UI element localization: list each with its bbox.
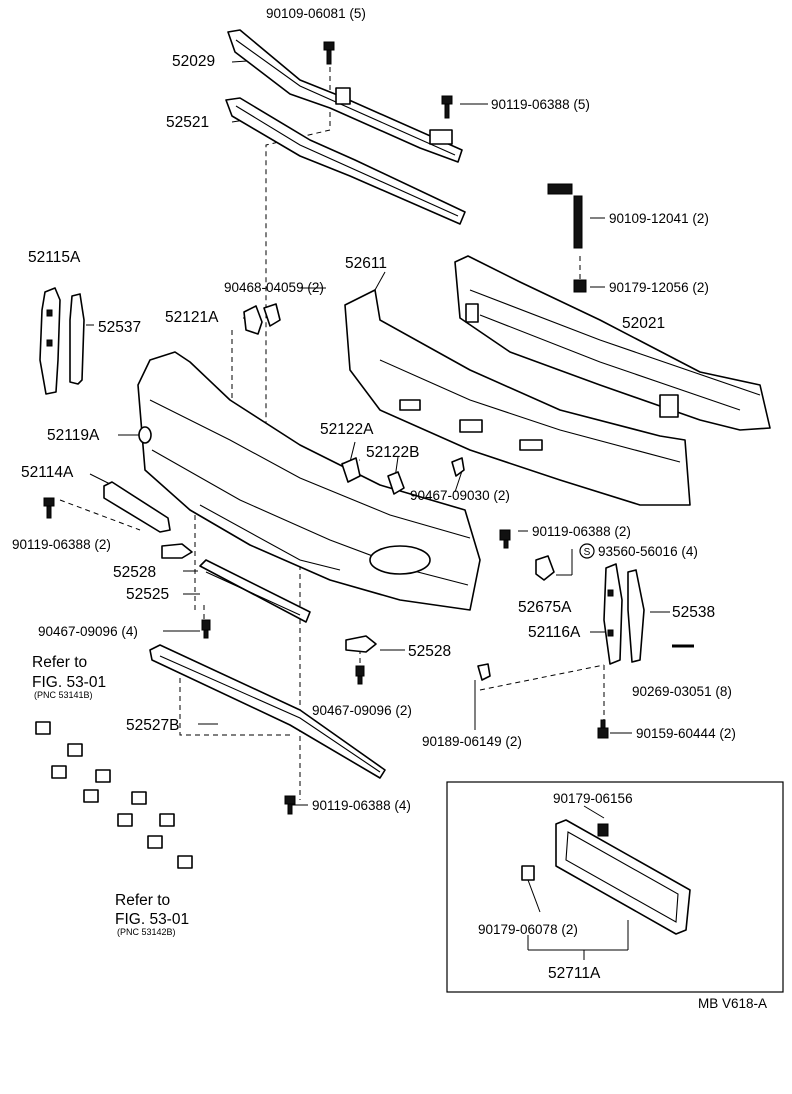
clip-90467-09096-b-icon [355,665,365,685]
label-90119-06388-bottom: 90119-06388 (4) [312,798,411,813]
part-52114A-bracket [103,481,171,533]
bolt-90119-06388-top-icon [429,95,453,145]
label-52675A: 52675A [518,599,572,616]
label-52528-left: 52528 [113,564,156,581]
label-90179-06078: 90179-06078 (2) [478,922,578,937]
label-90179-06156: 90179-06156 [553,791,633,806]
label-90159-60444: 90159-60444 (2) [636,726,736,741]
refer-2-line2: FIG. 53-01 [115,911,189,928]
label-90467-09030: 90467-09030 (2) [410,488,510,503]
label-52611: 52611 [345,255,387,272]
label-52521: 52521 [166,114,209,131]
part-52611-absorber [344,289,691,506]
nut-90179-12056-icon [573,279,587,293]
label-52121A: 52121A [165,309,219,326]
label-90119-06388-right: 90119-06388 (2) [532,524,631,539]
label-90189-06149: 90189-06149 (2) [422,734,522,749]
part-52527B-retainer [149,644,386,779]
label-52029: 52029 [172,53,215,70]
label-93560-56016: 93560-56016 (4) [598,544,698,559]
part-52029-reinforcement [227,29,463,163]
refer-2-line1: Refer to [115,892,170,909]
part-52528-cover-right [345,635,377,653]
part-52521-retainer [225,97,466,225]
label-52114A: 52114A [21,464,74,481]
part-labels: 90109-06081 (5) 52029 90119-06388 (5) 52… [12,6,767,1011]
refer-2-line3: (PNC 53142B) [117,927,176,937]
label-52538: 52538 [672,604,715,621]
label-52021: 52021 [622,315,665,332]
part-52538-spacer [627,569,645,663]
label-52119A: 52119A [47,427,100,444]
label-52122B: 52122B [366,444,419,461]
label-90119-06388-left: 90119-06388 (2) [12,537,111,552]
label-52115A: 52115A [28,249,81,266]
clip-set-icon [35,721,193,869]
label-90179-12056: 90179-12056 (2) [609,280,709,295]
label-90269-03051: 90269-03051 (8) [632,684,732,699]
label-90109-06081: 90109-06081 (5) [266,6,366,21]
label-52122A: 52122A [320,421,374,438]
part-52528-cover-left [161,543,193,559]
label-90467-09096-a: 90467-09096 (4) [38,624,138,639]
part-52675A-clip [535,555,555,581]
label-90467-09096-b: 90467-09096 (2) [312,703,412,718]
bolt-90159-60444-icon [597,719,609,739]
label-52711A: 52711A [548,965,601,982]
part-52537-spacer [69,293,85,385]
label-52525: 52525 [126,586,169,603]
bolt-90109-12041-icon [547,183,583,249]
screw-90189-06149-icon [477,663,491,681]
s-symbol-icon [579,543,595,559]
bolt-90119-06388-bottom-icon [284,795,296,815]
label-52537: 52537 [98,319,141,336]
refer-1-line1: Refer to [32,654,87,671]
refer-1-line2: FIG. 53-01 [32,674,106,691]
bolt-90119-06388-left-icon [43,497,55,519]
bolt-90119-06388-right-icon [499,529,511,549]
license-plate-box [446,781,784,993]
label-52527B: 52527B [126,717,179,734]
part-52116A-bracket [603,563,623,665]
part-52119A-bumper-cover [137,351,481,611]
refer-1-line3: (PNC 53141B) [34,690,93,700]
part-52021-reinforcement [454,255,771,431]
s-symbol-label: S [584,547,591,558]
label-52528-right: 52528 [408,643,451,660]
part-52122B-retainer [387,471,405,495]
label-90468-04059: 90468-04059 (2) [224,280,324,295]
clip-90467-09030-icon [451,457,465,477]
part-52115A-bracket [39,287,61,395]
figure-code: MB V618-A [698,996,767,1011]
bolt-90109-06081-icon [323,41,335,65]
part-52525-grille [199,559,311,623]
label-90109-12041: 90109-12041 (2) [609,211,709,226]
part-52121A-retainer [243,303,281,335]
label-90119-06388-top: 90119-06388 (5) [491,97,590,112]
clip-90467-09096-a-icon [201,619,211,639]
label-52116A: 52116A [528,624,581,641]
part-52122A-retainer [341,457,361,483]
